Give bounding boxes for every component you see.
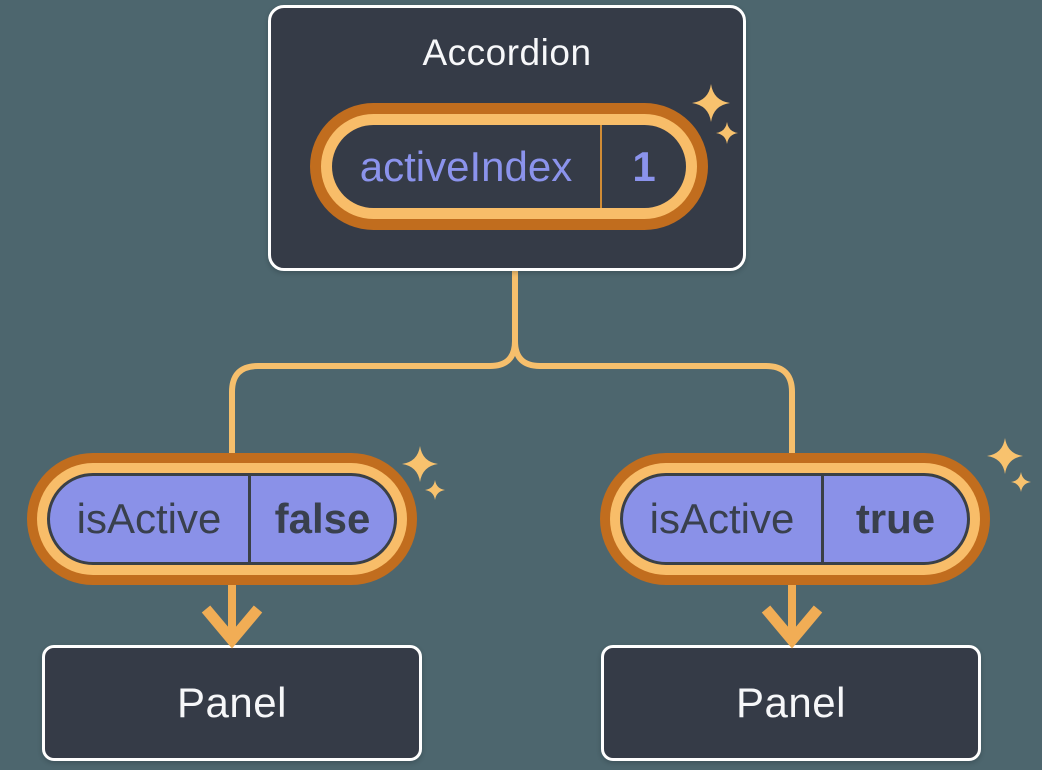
prop-pill-left-ring: isActive false bbox=[37, 463, 407, 575]
panel-node-right: Panel bbox=[601, 645, 981, 761]
prop-pill-right-divider bbox=[821, 476, 824, 562]
prop-pill-left-body: isActive false bbox=[47, 473, 397, 565]
prop-name-right: isActive bbox=[649, 495, 795, 542]
sparkle-icon bbox=[987, 438, 1031, 492]
prop-pill-right-ring: isActive true bbox=[610, 463, 980, 575]
arrow-down-left-icon bbox=[201, 585, 263, 649]
prop-value-right: true bbox=[855, 495, 936, 542]
prop-name-left: isActive bbox=[76, 495, 222, 542]
prop-pill-left-divider bbox=[248, 476, 251, 562]
state-name: activeIndex bbox=[359, 142, 573, 190]
panel-label-right: Panel bbox=[736, 679, 846, 726]
state-pill-ring: activeIndex 1 bbox=[321, 114, 697, 219]
arrow-down-right-icon bbox=[761, 585, 823, 649]
connector-left-branch bbox=[229, 271, 518, 456]
accordion-node: Accordion activeIndex 1 bbox=[268, 5, 746, 271]
prop-pill-right-body: isActive true bbox=[620, 473, 970, 565]
prop-pill-left: isActive false bbox=[27, 453, 417, 585]
panel-label-left: Panel bbox=[177, 679, 287, 726]
state-pill-divider bbox=[600, 125, 602, 208]
state-pill: activeIndex 1 bbox=[310, 103, 708, 230]
state-value: 1 bbox=[632, 142, 656, 190]
state-pill-body: activeIndex 1 bbox=[332, 125, 686, 208]
prop-pill-right: isActive true bbox=[600, 453, 990, 585]
prop-value-left: false bbox=[274, 495, 371, 542]
panel-node-left: Panel bbox=[42, 645, 422, 761]
accordion-title: Accordion bbox=[422, 32, 592, 73]
connector-right-branch bbox=[512, 271, 795, 456]
